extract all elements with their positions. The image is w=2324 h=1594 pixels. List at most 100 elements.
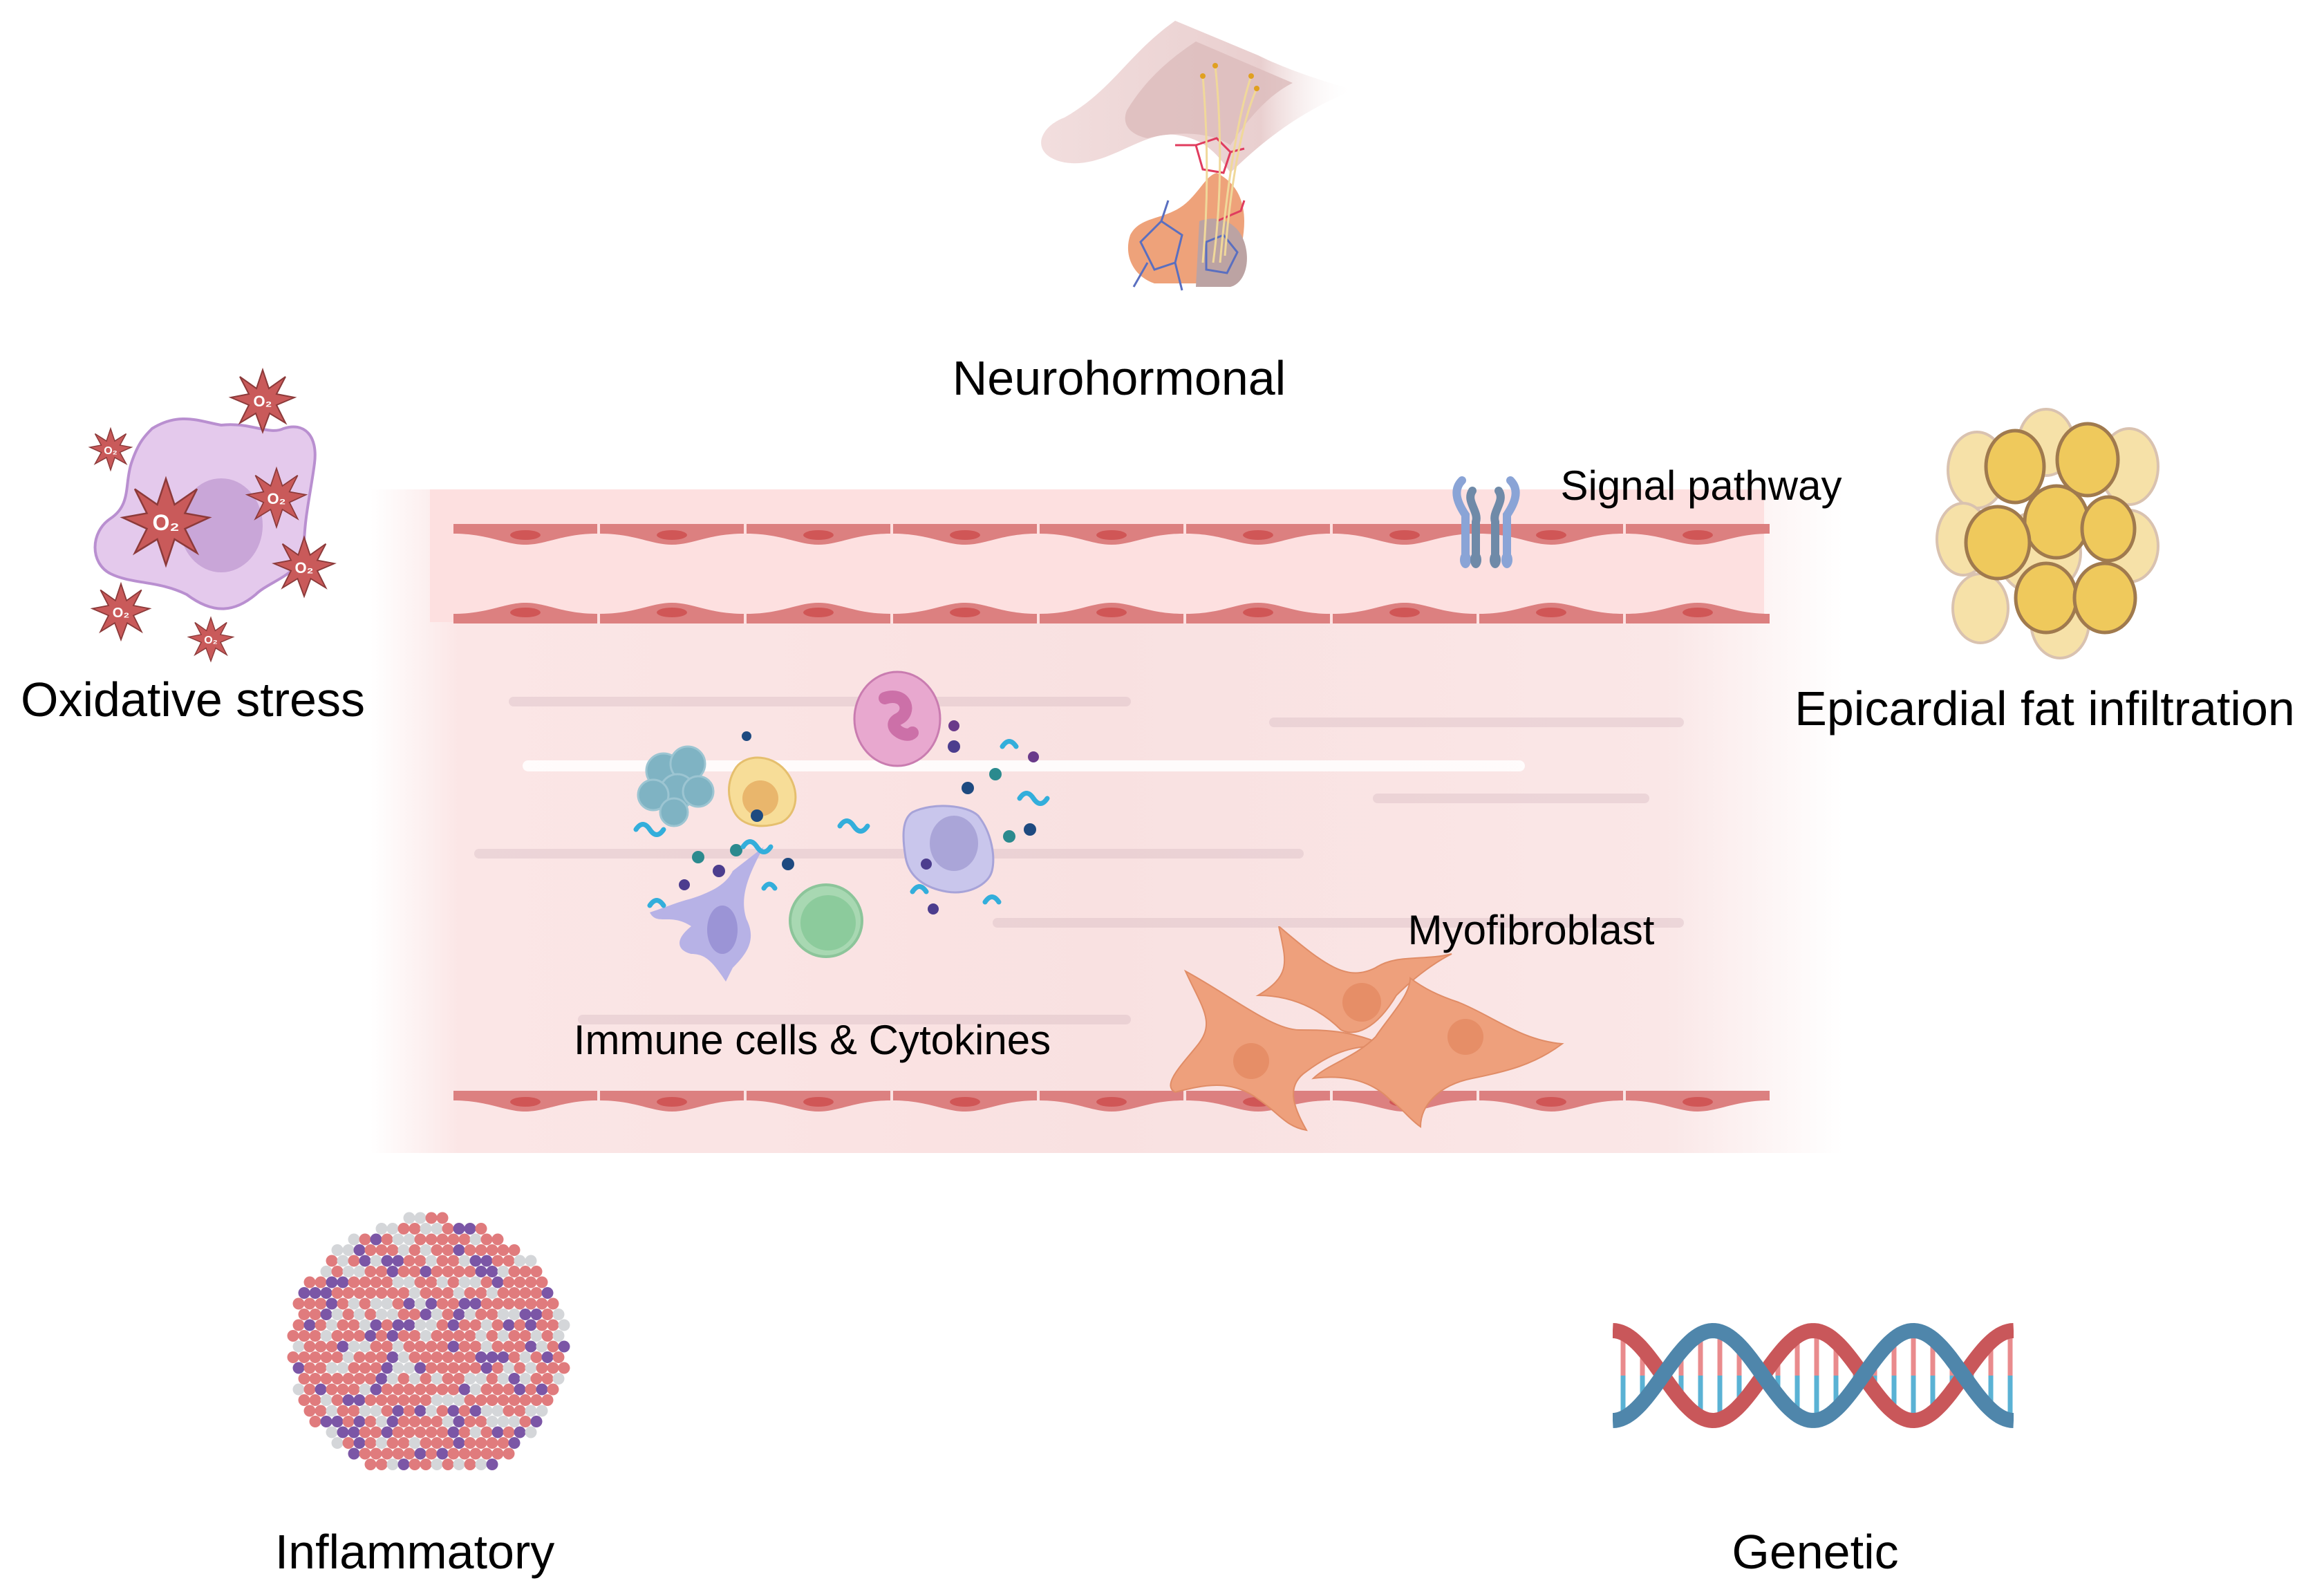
- hex-cell: [464, 1330, 476, 1342]
- hex-cell: [447, 1276, 460, 1288]
- hex-cell: [364, 1373, 377, 1385]
- hex-cell: [536, 1362, 548, 1374]
- hex-cell: [348, 1276, 360, 1288]
- hex-cell: [353, 1309, 366, 1320]
- hex-cell: [414, 1276, 427, 1288]
- hex-cell: [530, 1330, 543, 1342]
- hex-cell: [303, 1276, 316, 1288]
- hex-cell: [348, 1447, 360, 1460]
- endothelial-nucleus: [1536, 1097, 1566, 1107]
- hex-cell: [386, 1351, 399, 1363]
- hex-cell: [370, 1383, 382, 1396]
- hex-cell: [458, 1297, 471, 1310]
- endothelial-nucleus: [950, 1097, 980, 1107]
- hex-cell: [530, 1266, 543, 1277]
- hex-cell: [331, 1437, 344, 1449]
- hex-cell: [381, 1233, 393, 1246]
- hex-cell: [508, 1437, 521, 1449]
- hex-cell: [447, 1319, 460, 1331]
- hex-cell: [326, 1405, 338, 1417]
- ros-label: O₂: [204, 635, 218, 646]
- hex-cell: [491, 1297, 504, 1310]
- hex-cell: [530, 1394, 543, 1406]
- hex-cell: [403, 1362, 415, 1374]
- hex-cell: [303, 1405, 316, 1417]
- hex-cell: [375, 1330, 388, 1342]
- hex-cell: [480, 1276, 493, 1288]
- hex-cell: [364, 1330, 377, 1342]
- endothelial-nucleus: [950, 530, 980, 540]
- hex-cell: [480, 1362, 493, 1374]
- hex-cell: [464, 1373, 476, 1385]
- hex-cell: [475, 1459, 487, 1470]
- hex-cell: [436, 1447, 449, 1460]
- hex-cell: [453, 1309, 465, 1320]
- hex-cell: [547, 1319, 559, 1331]
- hex-cell: [453, 1351, 465, 1363]
- hex-cell: [375, 1287, 388, 1299]
- hex-cell: [315, 1362, 327, 1374]
- ros-label: O₂: [104, 445, 118, 457]
- hex-cell: [486, 1244, 498, 1256]
- hex-cell: [458, 1276, 471, 1288]
- hex-cell: [403, 1340, 415, 1353]
- hex-cell: [497, 1394, 509, 1406]
- hex-cell: [458, 1447, 471, 1460]
- hex-cell: [392, 1362, 404, 1374]
- hex-cell: [442, 1244, 454, 1256]
- hex-cell: [491, 1405, 504, 1417]
- hex-cell: [486, 1309, 498, 1320]
- hex-cell: [525, 1426, 537, 1438]
- hex-cell: [491, 1233, 504, 1246]
- hex-cell: [514, 1319, 526, 1331]
- hex-cell: [370, 1297, 382, 1310]
- hex-cell: [497, 1373, 509, 1385]
- hex-cell: [469, 1426, 482, 1438]
- hex-cell: [303, 1383, 316, 1396]
- hex-cell: [530, 1287, 543, 1299]
- hex-cell: [403, 1426, 415, 1438]
- hex-cell: [425, 1297, 438, 1310]
- hex-cell: [436, 1319, 449, 1331]
- hex-cell: [442, 1287, 454, 1299]
- hex-cell: [348, 1426, 360, 1438]
- signal-pathway-label: Signal pathway: [1560, 462, 1842, 509]
- hex-cell: [359, 1276, 371, 1288]
- hex-cell: [436, 1233, 449, 1246]
- hex-cell: [491, 1426, 504, 1438]
- hex-cell: [519, 1351, 532, 1363]
- hex-cell: [409, 1351, 421, 1363]
- hex-cell: [364, 1351, 377, 1363]
- inflammatory-label: Inflammatory: [274, 1525, 555, 1579]
- hex-cell: [464, 1394, 476, 1406]
- hex-cell: [486, 1373, 498, 1385]
- hex-cell: [414, 1383, 427, 1396]
- hex-cell: [514, 1362, 526, 1374]
- hex-cell: [403, 1212, 415, 1224]
- hex-cell: [464, 1244, 476, 1256]
- hex-cell: [298, 1330, 310, 1342]
- hex-cell: [381, 1297, 393, 1310]
- hex-cell: [464, 1459, 476, 1470]
- hex-cell: [447, 1447, 460, 1460]
- hex-cell: [530, 1416, 543, 1427]
- endothelial-nucleus: [1096, 1097, 1127, 1107]
- endothelial-nucleus: [803, 608, 834, 617]
- hex-cell: [508, 1330, 521, 1342]
- hex-cell: [453, 1416, 465, 1427]
- hex-cell: [409, 1459, 421, 1470]
- hex-cell: [491, 1255, 504, 1267]
- hex-cell: [508, 1266, 521, 1277]
- hex-cell: [375, 1309, 388, 1320]
- hex-cell: [397, 1223, 410, 1235]
- hex-cell: [337, 1297, 349, 1310]
- hex-cell: [475, 1394, 487, 1406]
- hex-cell: [431, 1437, 443, 1449]
- hex-cell: [519, 1266, 532, 1277]
- hex-cell: [348, 1383, 360, 1396]
- dna-strand-blue: [1613, 1322, 2014, 1428]
- hex-cell: [442, 1351, 454, 1363]
- hex-cell: [558, 1362, 570, 1374]
- oxidative-stress-label: Oxidative stress: [21, 673, 365, 726]
- hex-cell: [491, 1340, 504, 1353]
